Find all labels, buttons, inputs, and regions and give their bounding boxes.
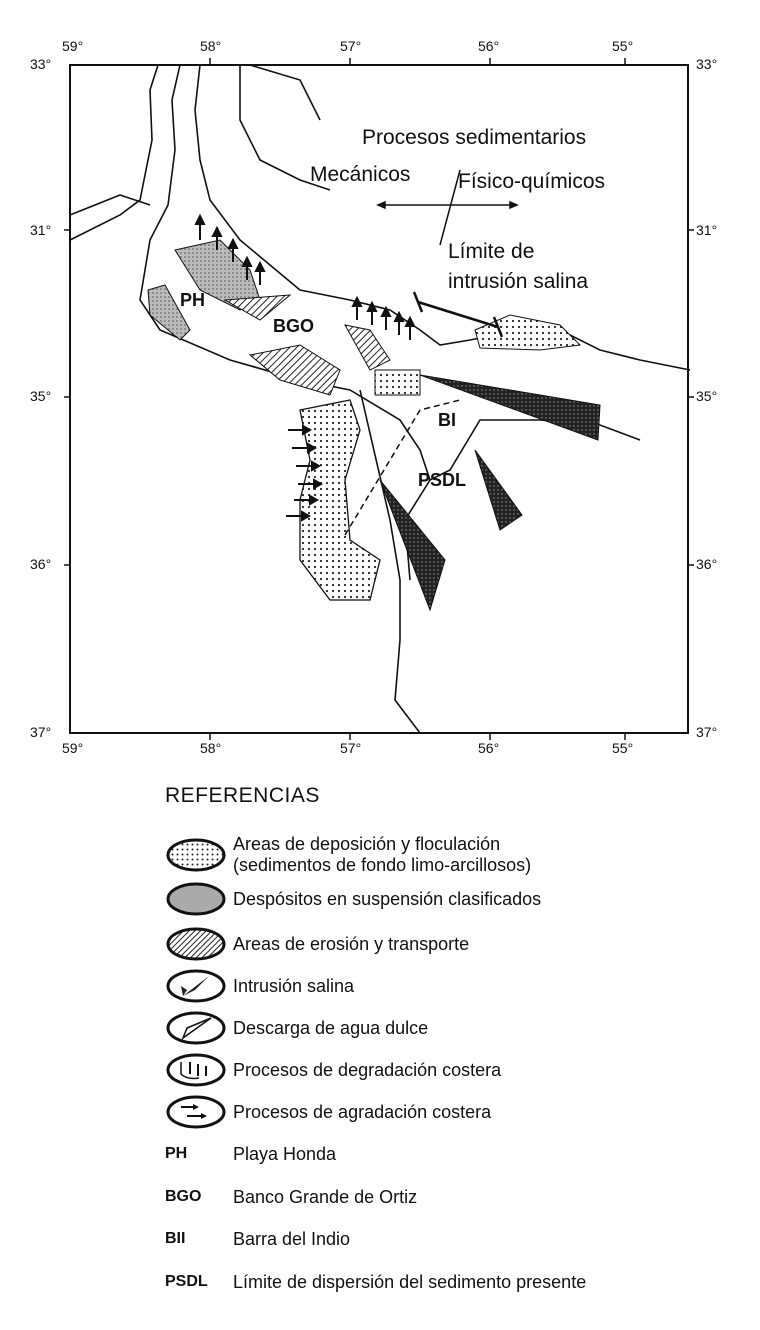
legend-text: (sedimentos de fondo limo-arcillosos) bbox=[233, 855, 532, 875]
lon-label-bottom: 59° bbox=[62, 740, 84, 756]
legend-text: Despósitos en suspensión clasificados bbox=[233, 888, 542, 909]
salt-wedge bbox=[474, 449, 523, 531]
freshwater-wedge-icon bbox=[166, 1011, 226, 1045]
legend-text: Procesos de degradación costera bbox=[233, 1059, 502, 1080]
lon-label-bottom: 56° bbox=[478, 740, 500, 756]
legend-text: Areas de deposición y floculación bbox=[233, 834, 501, 854]
legend-item: PSDL Límite de dispersión del sedimento … bbox=[165, 1263, 586, 1301]
degradation-arrows bbox=[194, 213, 416, 340]
deposition-area bbox=[374, 369, 421, 396]
map-frame bbox=[69, 64, 689, 734]
process-title: Procesos sedimentarios bbox=[362, 126, 587, 149]
deposition-area bbox=[299, 399, 381, 601]
suspension-area bbox=[147, 284, 191, 341]
legend-item: BII Barra del Indio bbox=[165, 1220, 350, 1258]
lon-label-top: 57° bbox=[340, 38, 362, 54]
lat-label-left: 31° bbox=[30, 222, 52, 238]
legend-item: Areas de erosión y transporte bbox=[165, 925, 469, 963]
erosion-area bbox=[223, 294, 292, 321]
lon-label-bottom: 55° bbox=[612, 740, 634, 756]
lon-label-top: 56° bbox=[478, 38, 500, 54]
map bbox=[64, 58, 694, 740]
legend-item: Despósitos en suspensión clasificados bbox=[165, 880, 541, 918]
aggradation-arrows-icon bbox=[166, 1095, 226, 1129]
legend-item: Procesos de degradación costera bbox=[165, 1051, 501, 1089]
legend-item: Intrusión salina bbox=[165, 967, 354, 1005]
stippled-area-icon bbox=[166, 882, 226, 916]
lat-label-right: 36° bbox=[696, 556, 718, 572]
lat-label-right: 33° bbox=[696, 56, 718, 72]
dotted-area-icon bbox=[166, 838, 226, 872]
axis-ticks bbox=[64, 58, 694, 740]
aggradation-arrows bbox=[286, 424, 324, 522]
legend-item: Areas de deposición y floculación(sedime… bbox=[165, 834, 531, 876]
hatched-area-icon bbox=[166, 927, 226, 961]
salt-wedge bbox=[419, 374, 601, 441]
salinity-limit-label: intrusión salina bbox=[448, 270, 589, 293]
legend-text: Banco Grande de Ortiz bbox=[233, 1186, 418, 1207]
physchem-label: Físico-químicos bbox=[458, 170, 606, 193]
salt-wedge bbox=[379, 479, 446, 612]
legend-text: Límite de dispersión del sedimento prese… bbox=[233, 1271, 587, 1292]
lon-label-top: 58° bbox=[200, 38, 222, 54]
lat-label-right: 37° bbox=[696, 724, 718, 740]
legend-text: Barra del Indio bbox=[233, 1228, 351, 1249]
legend-text: Descarga de agua dulce bbox=[233, 1017, 429, 1038]
legend-item: Descarga de agua dulce bbox=[165, 1009, 428, 1047]
legend-item: PH Playa Honda bbox=[165, 1135, 336, 1173]
psdl-label: PSDL bbox=[418, 470, 467, 490]
legend-item: Procesos de agradación costera bbox=[165, 1093, 491, 1131]
legend-item: BGO Banco Grande de Ortiz bbox=[165, 1178, 417, 1216]
legend-text: Procesos de agradación costera bbox=[233, 1101, 492, 1122]
lon-label-top: 55° bbox=[612, 38, 634, 54]
lat-label-left: 33° bbox=[30, 56, 52, 72]
lat-label-right: 35° bbox=[696, 388, 718, 404]
bgo-label: BGO bbox=[273, 316, 315, 336]
salt-wedge-icon bbox=[166, 969, 226, 1003]
lat-label-left: 35° bbox=[30, 388, 52, 404]
erosion-area bbox=[248, 344, 341, 396]
legend-abbr: PSDL bbox=[165, 1273, 208, 1290]
legend-text: Areas de erosión y transporte bbox=[233, 933, 470, 954]
legend-text: Playa Honda bbox=[233, 1143, 337, 1164]
legend-abbr: BII bbox=[165, 1230, 186, 1247]
deposition-area bbox=[474, 314, 582, 351]
lat-label-right: 31° bbox=[696, 222, 718, 238]
psdl-line bbox=[344, 399, 461, 536]
lat-label-left: 37° bbox=[30, 724, 52, 740]
legend-abbr: PH bbox=[165, 1145, 188, 1162]
legend-text: Intrusión salina bbox=[233, 975, 355, 996]
bi-label: BI bbox=[438, 410, 456, 430]
legend-abbr: BGO bbox=[165, 1188, 202, 1205]
salinity-limit-label: Límite de bbox=[448, 240, 535, 263]
salinity-limit-marker bbox=[412, 291, 504, 338]
lon-label-bottom: 57° bbox=[340, 740, 362, 756]
degradation-arrows-icon bbox=[166, 1053, 226, 1087]
mechanical-label: Mecánicos bbox=[310, 163, 411, 186]
ph-label: PH bbox=[180, 290, 206, 310]
erosion-area bbox=[344, 324, 391, 371]
lat-label-left: 36° bbox=[30, 556, 52, 572]
legend-title: REFERENCIAS bbox=[165, 784, 320, 807]
lon-label-bottom: 58° bbox=[200, 740, 222, 756]
lon-label-top: 59° bbox=[62, 38, 84, 54]
process-axis bbox=[376, 169, 519, 246]
